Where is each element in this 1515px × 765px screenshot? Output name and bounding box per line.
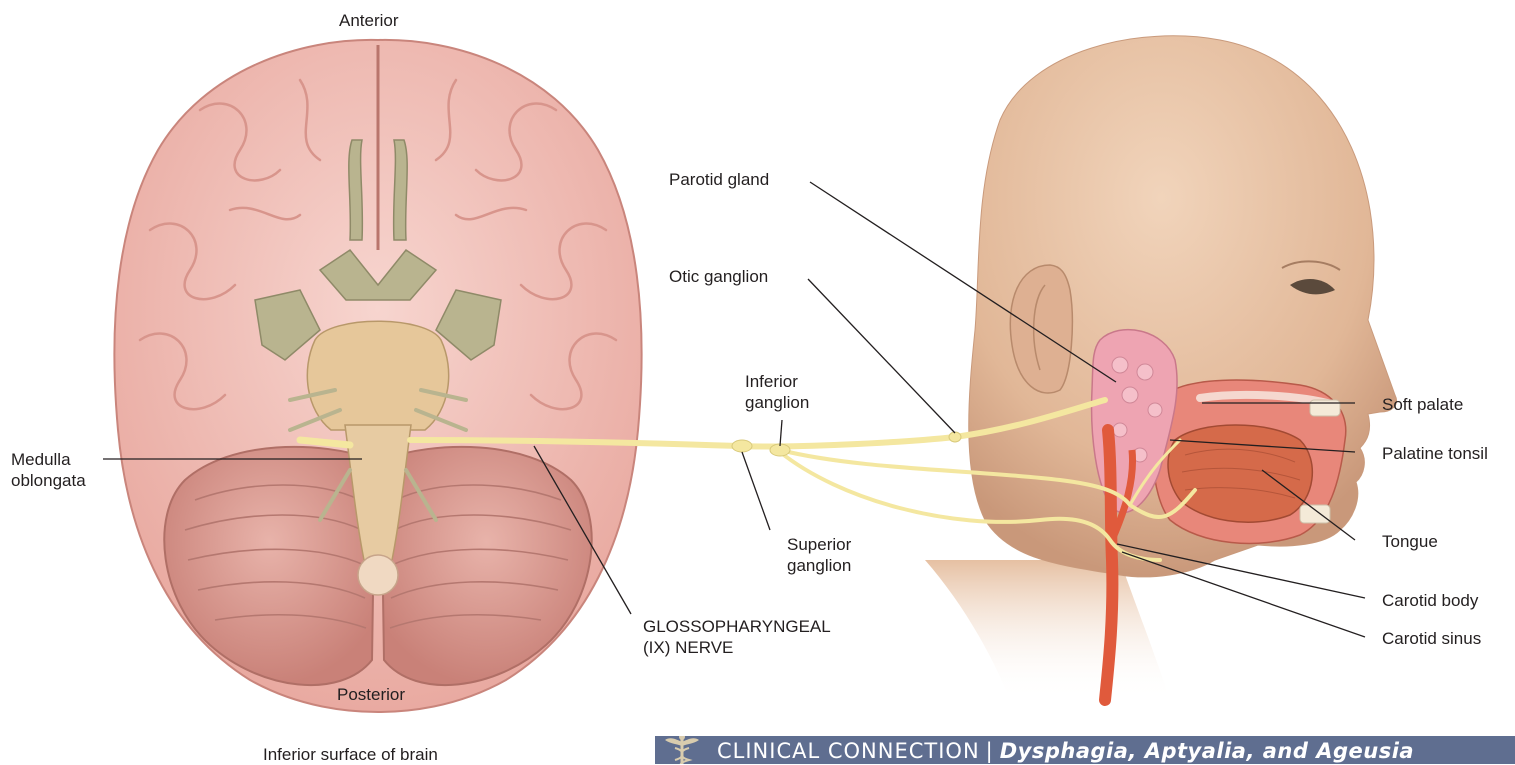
otic-ganglion-node bbox=[949, 432, 961, 442]
banner-title: CLINICAL CONNECTION bbox=[717, 739, 980, 763]
clinical-connection-banner: CLINICAL CONNECTION|Dysphagia, Aptyalia,… bbox=[655, 736, 1515, 764]
caduceus-icon bbox=[663, 736, 701, 764]
superior-ganglion-node bbox=[732, 440, 752, 452]
label-tongue: Tongue bbox=[1382, 531, 1438, 552]
label-inferior-surface-of-brain: Inferior surface of brain bbox=[263, 744, 438, 765]
label-otic-ganglion: Otic ganglion bbox=[669, 266, 768, 287]
label-parotid-gland: Parotid gland bbox=[669, 169, 769, 190]
label-medulla-oblongata: Medulla oblongata bbox=[11, 449, 86, 491]
label-inferior-ganglion: Inferior ganglion bbox=[745, 371, 809, 413]
label-anterior: Anterior bbox=[339, 10, 399, 31]
label-palatine-tonsil: Palatine tonsil bbox=[1382, 443, 1488, 464]
head bbox=[925, 36, 1397, 700]
banner-separator: | bbox=[980, 739, 1000, 763]
label-superior-ganglion: Superior ganglion bbox=[787, 534, 851, 576]
label-carotid-sinus: Carotid sinus bbox=[1382, 628, 1481, 649]
brain bbox=[114, 40, 641, 712]
label-glossopharyngeal-nerve: GLOSSOPHARYNGEAL (IX) NERVE bbox=[643, 616, 831, 658]
label-soft-palate: Soft palate bbox=[1382, 394, 1463, 415]
label-posterior: Posterior bbox=[337, 684, 405, 705]
banner-topic: Dysphagia, Aptyalia, and Ageusia bbox=[1000, 739, 1414, 763]
tongue-shape bbox=[1168, 425, 1312, 522]
label-carotid-body: Carotid body bbox=[1382, 590, 1478, 611]
